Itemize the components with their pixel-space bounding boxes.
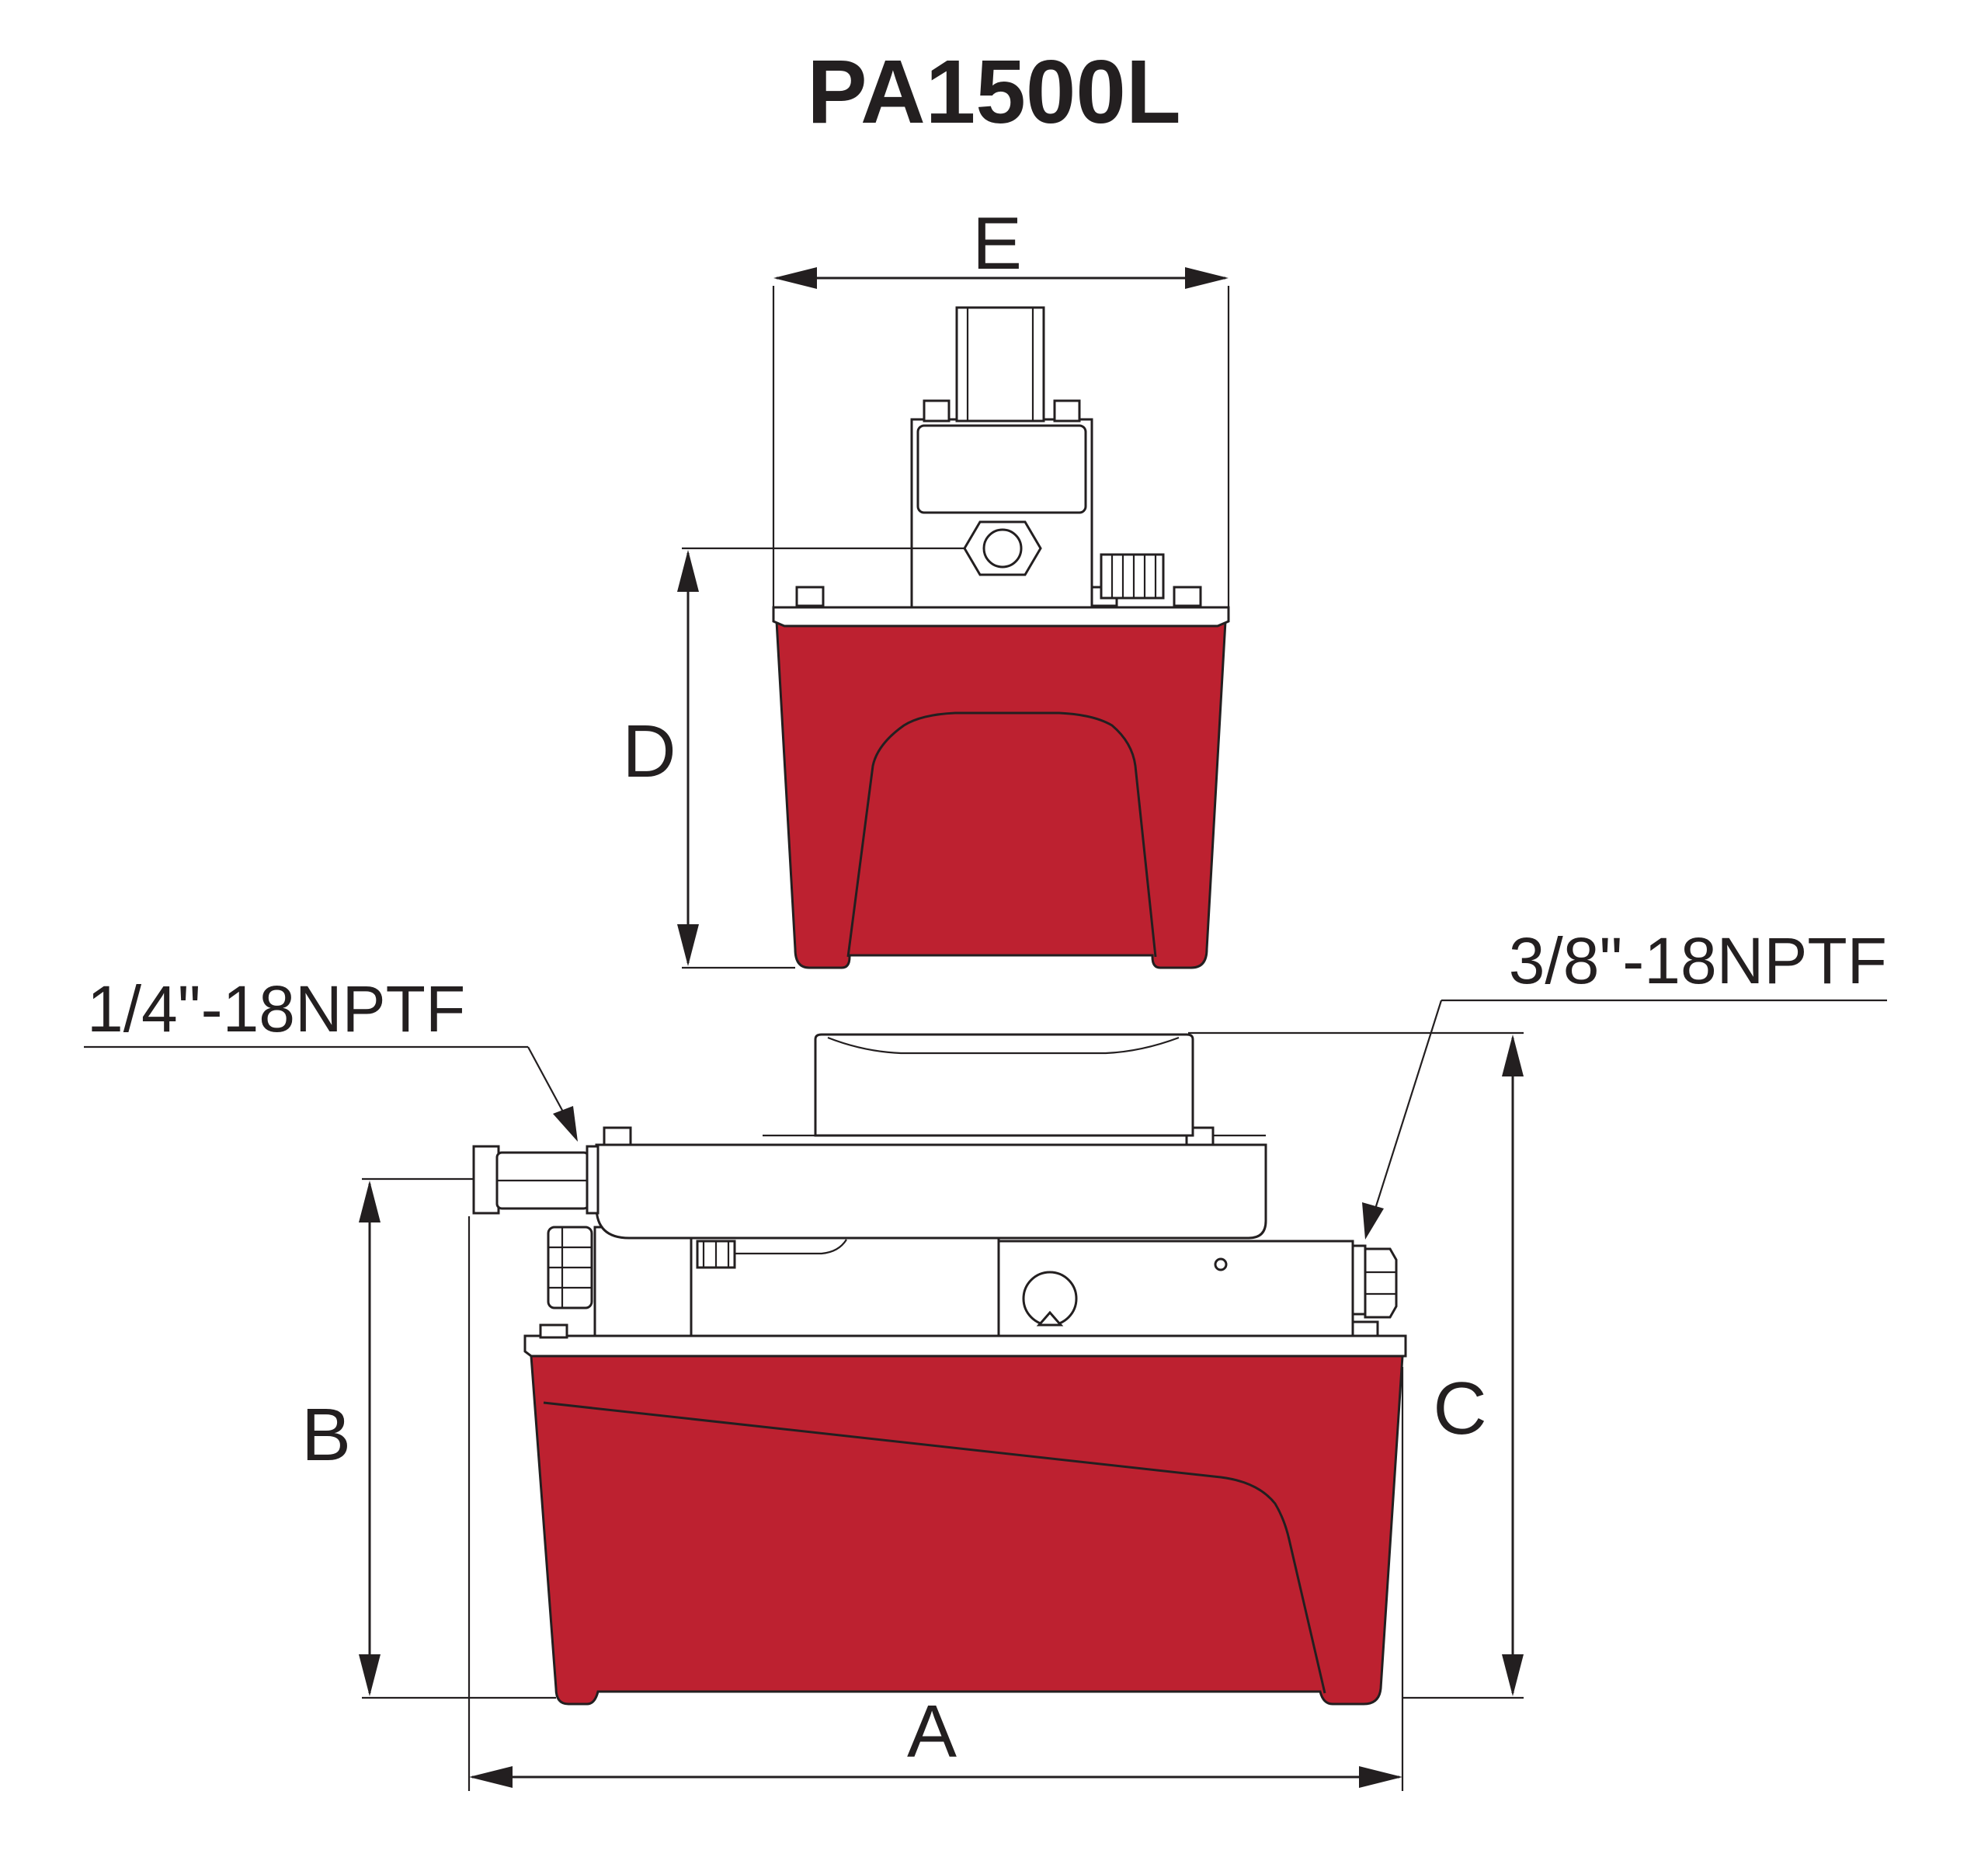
air-inlet-leader — [84, 1045, 578, 1142]
dimension-b-line — [359, 1181, 381, 1696]
oil-outlet-leader — [1362, 999, 1887, 1240]
side-view-reservoir — [530, 1355, 1404, 1706]
dimension-a-line — [469, 1766, 1402, 1788]
oil-outlet-label: 3/8"-18NPTF — [1509, 924, 1887, 997]
side-view-plate — [523, 1334, 1407, 1358]
dimension-c-line — [1502, 1035, 1524, 1696]
model-title: PA1500L — [807, 41, 1180, 142]
air-inlet-label: 1/4"-18NPTF — [87, 972, 465, 1045]
side-view-panel — [543, 1401, 1326, 1694]
dimension-c-label: C — [1433, 1367, 1486, 1450]
side-view: B C A 1/4"-18NPTF 3/8"-18NPTF — [84, 924, 1887, 1791]
oil-outlet-fitting — [1351, 1244, 1367, 1316]
end-view-panel — [846, 711, 1157, 958]
handle — [814, 1033, 1194, 1137]
dimension-e-label: E — [972, 202, 1022, 285]
dimension-b-label: B — [301, 1393, 351, 1476]
dimension-d-line — [677, 550, 699, 966]
upper-cover — [595, 1143, 1267, 1240]
end-view-plate — [772, 606, 1230, 628]
end-view-reservoir — [775, 620, 1227, 969]
dimension-d-label: D — [622, 710, 676, 793]
dimension-e-line — [773, 267, 1229, 289]
end-view: E D — [622, 202, 1230, 969]
dimension-a-label: A — [907, 1690, 957, 1773]
air-inlet-fitting — [472, 1145, 500, 1215]
